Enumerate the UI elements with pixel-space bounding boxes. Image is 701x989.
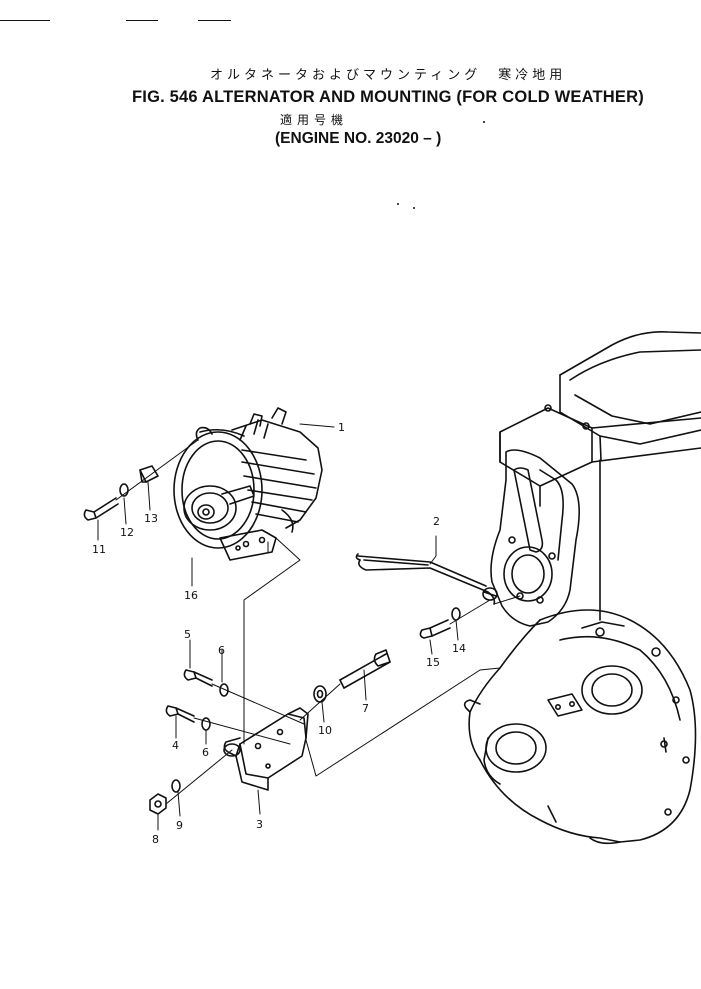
bolt-7 (339, 649, 391, 689)
bolt-15 (419, 619, 451, 639)
callout-9: 9 (176, 819, 183, 832)
callout-11: 11 (92, 543, 106, 556)
callout-3: 3 (256, 818, 263, 831)
callout-16: 16 (184, 589, 198, 602)
engine-block (463, 330, 701, 845)
bolt-4 (165, 705, 195, 723)
scan-specks (397, 121, 485, 209)
callout-5: 5 (184, 628, 191, 641)
callout-14-15a: 15 (426, 656, 440, 669)
callout-4: 4 (172, 739, 179, 752)
callout-2: 2 (433, 515, 440, 528)
callout-10: 10 (318, 724, 332, 737)
collar-13 (139, 465, 159, 483)
callout-7: 7 (362, 702, 369, 715)
bolt-5 (183, 669, 213, 687)
callout-1: 1 (338, 421, 345, 434)
mounting-bracket (223, 707, 309, 791)
header-blank-line-2 (126, 20, 158, 21)
figure-title: FIG. 546 ALTERNATOR AND MOUNTING (FOR CO… (132, 88, 644, 106)
callout-14: 14 (452, 642, 466, 655)
callout-6-lower: 6 (202, 746, 209, 759)
lock-washer-12 (119, 483, 129, 497)
header-blank-line-1 (0, 20, 50, 21)
lock-washer-9 (171, 779, 181, 793)
alternator (173, 407, 323, 561)
lock-washer-6-lower (201, 717, 211, 731)
bolt-11 (83, 497, 119, 521)
callout-labels: 1 2 3 4 5 6 6 7 8 9 10 11 12 13 15 14 16 (92, 421, 466, 846)
figure-title-japanese: オルタネータおよびマウンティング 寒冷地用 (210, 68, 567, 83)
engine-number: (ENGINE NO. 23020 – ) (275, 130, 442, 147)
lock-washer-6-upper (219, 683, 229, 697)
adjusting-bar (355, 553, 498, 605)
header-blank-line-3 (198, 20, 231, 21)
nut-8 (149, 793, 167, 815)
callout-8: 8 (152, 833, 159, 846)
assembly-lines (97, 423, 521, 831)
applicable-label-japanese: 適用号機 (280, 113, 349, 127)
callout-13: 13 (144, 512, 158, 525)
callout-6-upper: 6 (218, 644, 225, 657)
washer-10 (313, 685, 327, 703)
callout-12: 12 (120, 526, 134, 539)
